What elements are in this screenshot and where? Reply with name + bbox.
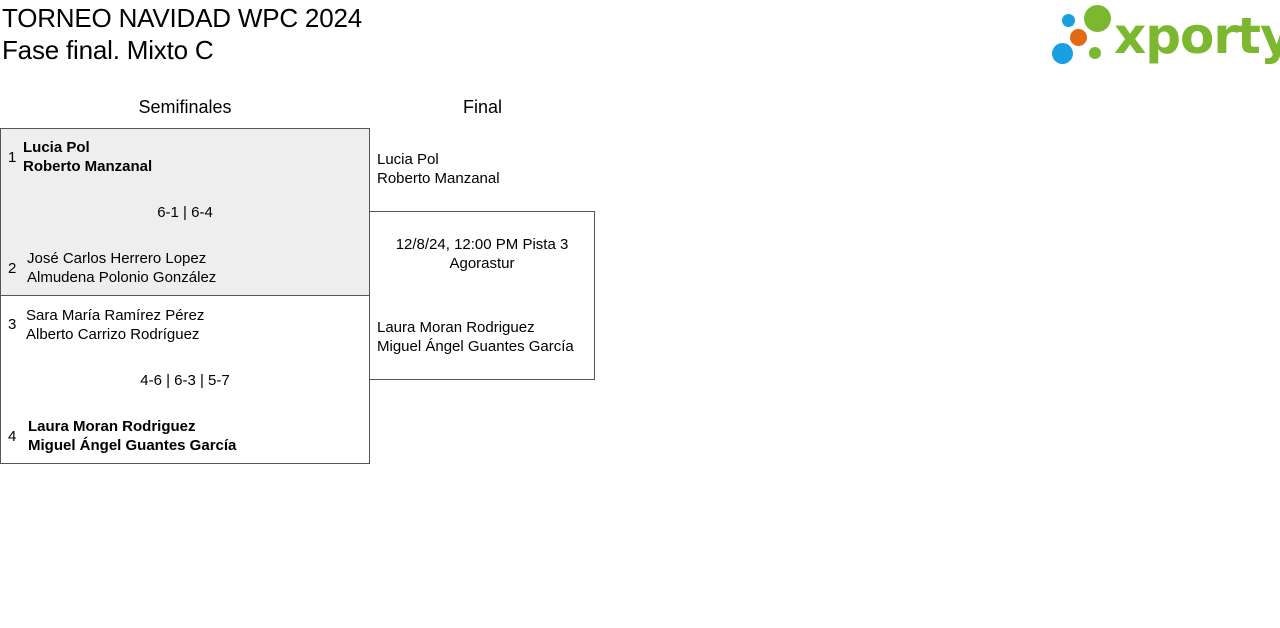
logo-dot-green-small [1089,47,1101,59]
player-name: Almudena Polonio González [27,269,217,286]
final-team-a[interactable]: Lucia Pol Roberto Manzanal [377,150,500,188]
player-name: José Carlos Herrero Lopez [27,250,207,267]
semifinal-2-score: 4-6 | 6-3 | 5-7 [140,372,230,389]
semifinal-2-box[interactable]: 3 Sara María Ramírez Pérez Alberto Carri… [0,295,370,464]
logo-dot-green-large [1084,5,1111,32]
team-names: Lucia Pol Roberto Manzanal [23,138,152,176]
semifinal-1-score: 6-1 | 6-4 [157,204,213,221]
player-name: Miguel Ángel Guantes García [377,338,574,355]
team-names: Laura Moran Rodriguez Miguel Ángel Guant… [28,417,236,455]
final-box[interactable]: 12/8/24, 12:00 PM Pista 3 Agorastur Laur… [369,211,595,380]
page-title-block: TORNEO NAVIDAD WPC 2024 Fase final. Mixt… [2,2,362,66]
tournament-title: TORNEO NAVIDAD WPC 2024 [2,3,362,33]
seed-number: 1 [8,149,17,166]
round-header-final: Final [462,97,502,117]
player-name: Laura Moran Rodriguez [377,319,535,336]
player-name: Roberto Manzanal [377,170,500,187]
round-header-semifinals: Semifinales [138,97,232,117]
final-datetime: 12/8/24, 12:00 PM Pista 3 [395,236,569,253]
seed-number: 3 [8,316,17,333]
player-name: Roberto Manzanal [23,158,153,175]
semifinal-1-box[interactable]: 1 Lucia Pol Roberto Manzanal 6-1 | 6-4 2… [0,128,370,296]
final-match-info: 12/8/24, 12:00 PM Pista 3 Agorastur [370,235,594,273]
phase-subtitle: Fase final. Mixto C [2,35,214,65]
logo-dot-blue-small [1062,14,1075,27]
seed-number: 2 [8,260,17,277]
final-team-b[interactable]: Laura Moran Rodriguez Miguel Ángel Guant… [377,318,574,356]
xporty-logo: xporty [1050,4,1280,68]
logo-dot-orange [1070,29,1087,46]
seed-number: 4 [8,428,17,445]
final-venue: Agorastur [449,255,515,272]
logo-text: xporty [1114,7,1280,65]
player-name: Miguel Ángel Guantes García [28,437,237,454]
team-names: Sara María Ramírez Pérez Alberto Carrizo… [26,306,204,344]
player-name: Sara María Ramírez Pérez [26,307,205,324]
team-names: José Carlos Herrero Lopez Almudena Polon… [27,249,216,287]
player-name: Lucia Pol [377,151,439,168]
logo-dot-blue-large [1052,43,1073,64]
player-name: Lucia Pol [23,139,90,156]
player-name: Alberto Carrizo Rodríguez [26,326,200,343]
player-name: Laura Moran Rodriguez [28,418,196,435]
